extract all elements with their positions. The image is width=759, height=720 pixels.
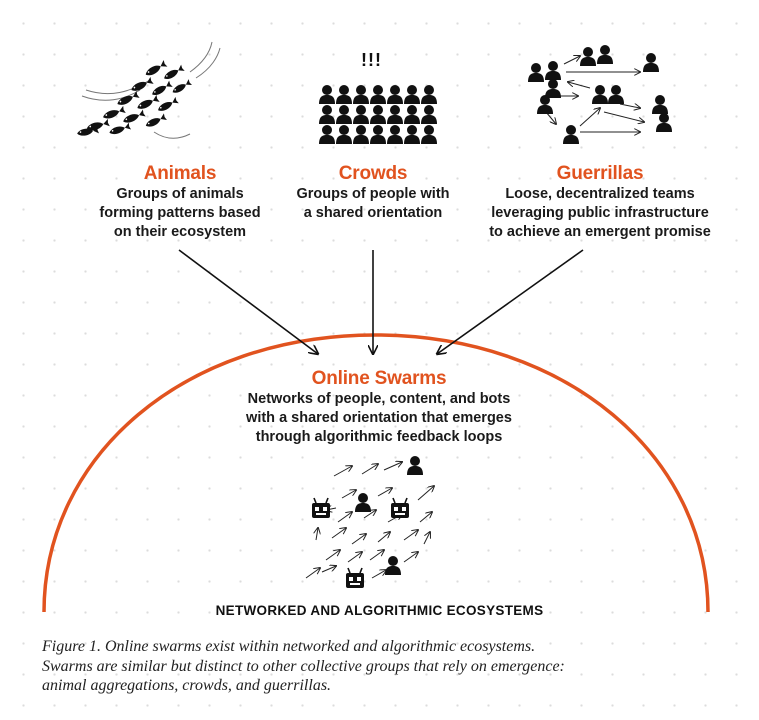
decentralized-team-icon bbox=[528, 45, 672, 144]
group-guerrillas: Guerrillas Loose, decentralized teams le… bbox=[475, 163, 725, 242]
group-desc-guerrillas: Loose, decentralized teams leveraging pu… bbox=[489, 186, 711, 240]
swarm-desc: Networks of people, content, and bots wi… bbox=[246, 391, 512, 445]
group-title-guerrillas: Guerrillas bbox=[556, 163, 644, 184]
group-title-crowds: Crowds bbox=[338, 163, 408, 184]
fish-school-icon bbox=[76, 41, 221, 139]
swarm-network-icon bbox=[305, 456, 434, 589]
group-desc-crowds: Groups of people with a shared orientati… bbox=[296, 186, 450, 221]
ecosystem-label: NETWORKED AND ALGORITHMIC ECOSYSTEMS bbox=[215, 603, 544, 618]
arrow-guerrillas-to-swarms bbox=[437, 249, 584, 354]
ecosystem-arc bbox=[42, 333, 710, 613]
group-crowds: Crowds Groups of people with a shared or… bbox=[253, 163, 493, 223]
online-swarms: Online Swarms Networks of people, conten… bbox=[219, 368, 539, 447]
group-desc-animals: Groups of animals forming patterns based… bbox=[99, 186, 261, 240]
group-title-animals: Animals bbox=[143, 163, 217, 184]
group-animals: Animals Groups of animals forming patter… bbox=[60, 163, 300, 242]
crowd-icon bbox=[319, 85, 437, 144]
figure-caption: Figure 1. Online swarms exist within net… bbox=[42, 638, 565, 694]
swarm-title: Online Swarms bbox=[311, 368, 447, 389]
crowd-exclamation: !!! bbox=[361, 50, 382, 70]
arrow-animals-to-swarms bbox=[178, 249, 318, 354]
